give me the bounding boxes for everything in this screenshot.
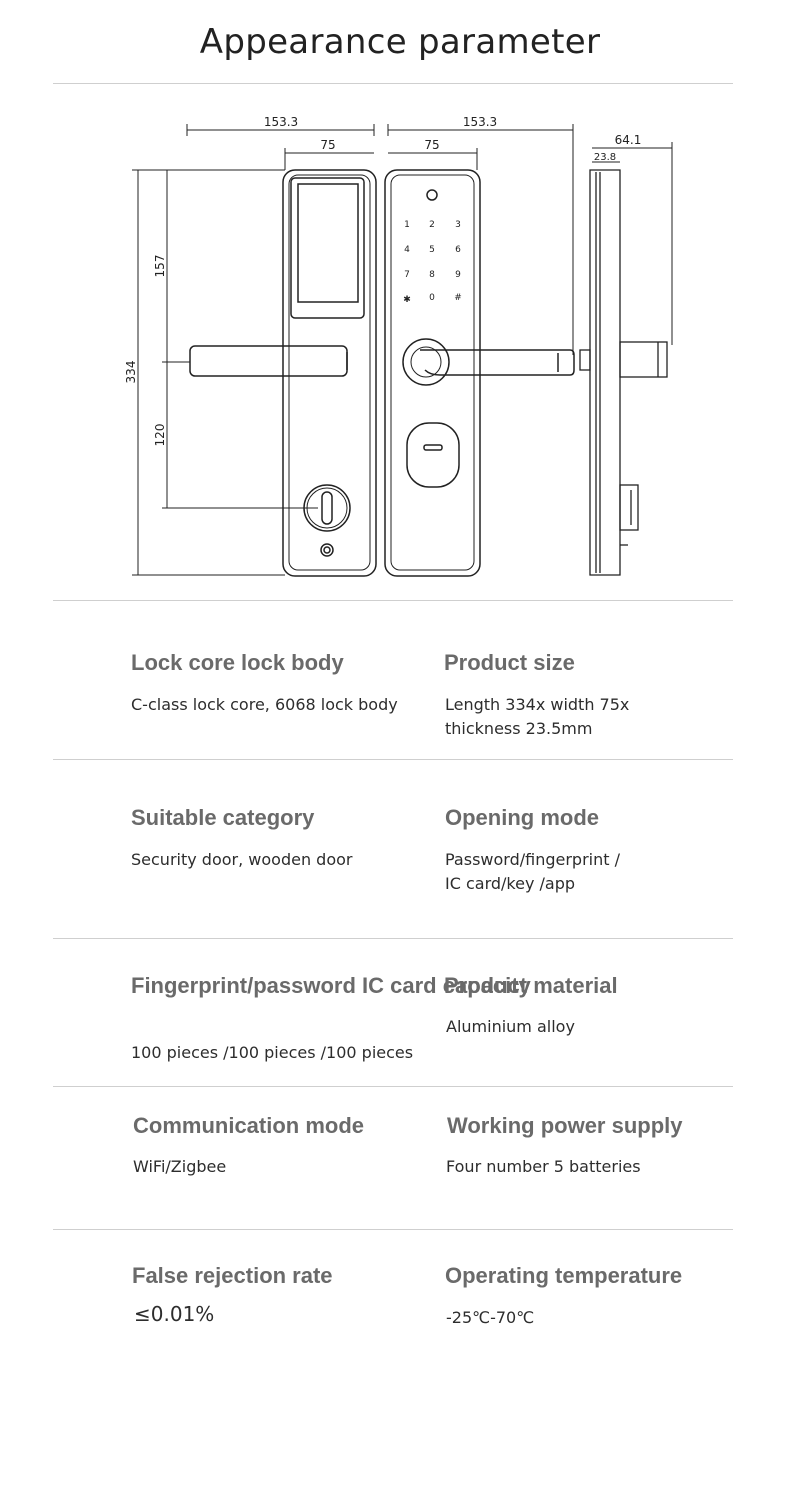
spec-value: Aluminium alloy — [446, 1017, 575, 1036]
keypad: 1 2 3 4 5 6 7 8 9 ✱ 0 # — [403, 220, 462, 305]
dim-side-thickness: 23.8 — [594, 152, 616, 163]
spec-value: Security door, wooden door — [131, 850, 353, 869]
spec-label: Suitable category — [131, 805, 315, 830]
svg-text:3: 3 — [455, 220, 461, 230]
svg-text:7: 7 — [404, 270, 410, 280]
spec-value: Length 334x width 75x thickness 23.5mm — [445, 695, 630, 738]
spec-label: Product size — [444, 650, 575, 675]
svg-text:5: 5 — [429, 245, 435, 255]
divider — [53, 600, 733, 601]
spec-label: Communication mode — [133, 1113, 365, 1138]
spec-value: WiFi/Zigbee — [133, 1157, 227, 1176]
dim-upper: 157 — [153, 255, 167, 278]
spec-label: Lock core lock body — [131, 650, 344, 675]
page-title: Appearance parameter — [199, 22, 601, 62]
svg-text:✱: ✱ — [403, 295, 411, 305]
spec-label: Operating temperature — [445, 1263, 683, 1288]
spec-label: Opening mode — [445, 805, 599, 830]
divider — [53, 1086, 733, 1087]
svg-text:9: 9 — [455, 270, 461, 280]
svg-text:#: # — [454, 293, 462, 303]
svg-text:2: 2 — [429, 220, 435, 230]
dim-lower: 120 — [153, 424, 167, 447]
lock-dimension-drawing: 153.3 75 153.3 75 64.1 23.8 334 157 120 … — [124, 115, 673, 577]
divider — [53, 83, 733, 84]
spec-value: 100 pieces /100 pieces /100 pieces — [131, 1043, 414, 1062]
divider — [53, 1229, 733, 1230]
front-panel — [189, 169, 377, 577]
spec-label: False rejection rate — [132, 1263, 333, 1288]
spec-label: Product material — [444, 973, 618, 998]
dim-side-depth: 64.1 — [615, 133, 642, 147]
spec-value: ≤0.01% — [134, 1302, 215, 1326]
dim-back-inner: 75 — [424, 138, 439, 152]
side-profile — [579, 169, 668, 576]
divider — [53, 759, 733, 760]
divider — [53, 938, 733, 939]
dim-front-inner: 75 — [320, 138, 335, 152]
svg-text:6: 6 — [455, 245, 461, 255]
dim-front-width: 153.3 — [264, 115, 298, 129]
spec-value: -25℃-70℃ — [446, 1308, 535, 1327]
svg-text:8: 8 — [429, 270, 435, 280]
spec-value: Four number 5 batteries — [446, 1157, 641, 1176]
spec-value: Password/fingerprint / IC card/key /app — [445, 850, 620, 893]
spec-value: C-class lock core, 6068 lock body — [131, 695, 398, 714]
dim-height: 334 — [124, 361, 138, 384]
back-panel — [384, 169, 575, 577]
spec-label: Working power supply — [447, 1113, 683, 1138]
svg-text:1: 1 — [404, 220, 410, 230]
svg-text:4: 4 — [404, 245, 410, 255]
svg-text:0: 0 — [429, 293, 435, 303]
dim-back-width: 153.3 — [463, 115, 497, 129]
spec-label: Fingerprint/password IC card capacity — [131, 973, 531, 998]
